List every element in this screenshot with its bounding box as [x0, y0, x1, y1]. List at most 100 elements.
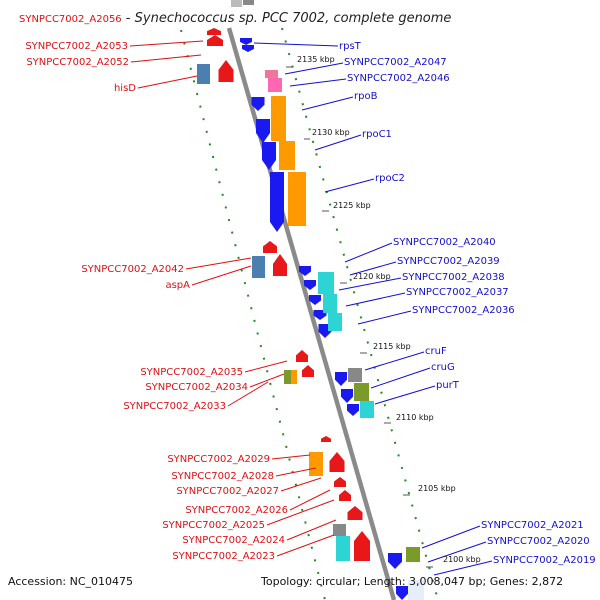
gene-arrow-a2038 — [309, 295, 321, 305]
leader-line-right — [357, 310, 412, 325]
gene-box-aspa-left — [252, 256, 265, 278]
tick-label: 2100 kbp — [443, 555, 481, 564]
gene-label-synpcc7002_a2037[interactable]: SYNPCC7002_A2037 — [406, 287, 509, 298]
leader-line-right — [253, 42, 339, 47]
gene-label-synpcc7002_a2046[interactable]: SYNPCC7002_A2046 — [347, 73, 450, 84]
gene-label-rpoc2[interactable]: rpoC2 — [375, 173, 405, 184]
leader-line-left — [244, 360, 288, 373]
gene-label-synpcc7002_a2034[interactable]: SYNPCC7002_A2034 — [145, 382, 248, 393]
topology-text: Topology: circular; Length: 3,008,047 bp… — [261, 575, 564, 588]
leader-line-right — [349, 261, 397, 276]
gene-arrow-purt — [347, 404, 359, 416]
gene-box-a2036-cyan — [328, 313, 342, 331]
gene-label-synpcc7002_a2047[interactable]: SYNPCC7002_A2047 — [344, 57, 447, 68]
gene-label-synpcc7002_a2020[interactable]: SYNPCC7002_A2020 — [487, 536, 590, 547]
gene-arrow-hisd — [218, 60, 234, 82]
gene-label-purt[interactable]: purT — [436, 380, 459, 391]
gene-arrow-a2039 — [304, 280, 316, 290]
gene-arrow-rpoc1 — [262, 142, 276, 170]
genome-name: Synechococcus sp. PCC 7002, complete gen… — [134, 11, 452, 26]
gene-box-a2029-orange — [309, 452, 323, 476]
gene-label-cruf[interactable]: cruF — [425, 346, 447, 357]
gene-label-synpcc7002_a2035[interactable]: SYNPCC7002_A2035 — [140, 367, 243, 378]
gene-label-synpcc7002_a2053[interactable]: SYNPCC7002_A2053 — [25, 41, 128, 52]
leader-line-left — [286, 519, 337, 541]
leader-line-right — [427, 541, 487, 563]
gene-arrow-rpoc2 — [270, 172, 284, 232]
leader-line-right — [301, 96, 354, 111]
gene-arrow-a2040 — [299, 266, 311, 276]
gene-label-synpcc7002_a2052[interactable]: SYNPCC7002_A2052 — [26, 57, 129, 68]
leader-line-right — [344, 242, 393, 263]
gene-box-a2039-cyan — [318, 272, 334, 294]
gene-label-synpcc7002_a2029[interactable]: SYNPCC7002_A2029 — [167, 454, 270, 465]
leader-line-right — [364, 351, 425, 371]
leader-line-left — [276, 534, 335, 557]
gene-label-aspa[interactable]: aspA — [165, 280, 190, 291]
gene-arrow-crug — [341, 389, 353, 403]
gene-label-synpcc7002_a2042[interactable]: SYNPCC7002_A2042 — [81, 264, 184, 275]
gene-label-synpcc7002_a2025[interactable]: SYNPCC7002_A2025 — [162, 520, 265, 531]
guide-line-right — [281, 27, 439, 600]
gene-label-synpcc7002_a2019[interactable]: SYNPCC7002_A2019 — [493, 555, 596, 566]
leader-line-left — [249, 373, 285, 388]
gene-label-synpcc7002_a2027[interactable]: SYNPCC7002_A2027 — [176, 486, 279, 497]
leader-line-left — [280, 477, 322, 492]
gene-label-synpcc7002_a2039[interactable]: SYNPCC7002_A2039 — [397, 256, 500, 267]
gene-box-a2025-gray — [333, 524, 346, 536]
gene-box-cruf-gray — [348, 368, 362, 382]
leader-line-right — [345, 292, 406, 307]
gene-label-synpcc7002_a2023[interactable]: SYNPCC7002_A2023 — [172, 551, 275, 562]
gene-box-rpob-orange — [271, 96, 286, 141]
gene-box-rpoc1-orange — [279, 141, 295, 170]
leader-line-left — [129, 40, 204, 47]
gene-label-synpcc7002_a2033[interactable]: SYNPCC7002_A2033 — [123, 401, 226, 412]
leader-line-right — [284, 62, 344, 75]
tick-label: 2130 kbp — [312, 128, 350, 137]
leader-line-right — [433, 560, 493, 576]
leader-line-left — [271, 454, 311, 460]
leader-line-right — [324, 178, 375, 193]
tick-label: 2115 kbp — [373, 342, 411, 351]
gene-label-synpcc7002_a2028[interactable]: SYNPCC7002_A2028 — [171, 471, 274, 482]
gene-box-a2038-cyan — [323, 294, 337, 313]
leader-line-left — [227, 381, 269, 407]
genome-title: SYNPCC7002_A2056 - Synechococcus sp. PCC… — [0, 11, 600, 27]
gene-arrow-a2048 — [242, 45, 254, 52]
gene-label-synpcc7002_a2040[interactable]: SYNPCC7002_A2040 — [393, 237, 496, 248]
gene-box-a2034-olive — [284, 370, 291, 384]
gene-box-a2047-pink — [265, 70, 278, 78]
gene-label-crug[interactable]: cruG — [431, 362, 455, 373]
leader-line-left — [289, 489, 331, 511]
gene-arrow-a2046 — [251, 97, 265, 111]
title-gene-label[interactable]: SYNPCC7002_A2056 — [19, 14, 122, 25]
gene-label-synpcc7002_a2021[interactable]: SYNPCC7002_A2021 — [481, 520, 584, 531]
tick-label: 2105 kbp — [418, 484, 456, 493]
gene-arrow-a2042 — [263, 241, 277, 253]
gene-label-rpst[interactable]: rpsT — [339, 41, 361, 52]
gene-arrow-a2054 — [207, 28, 221, 35]
tick-label: 2135 kbp — [297, 55, 335, 64]
gene-arrow-a2019 — [396, 586, 408, 600]
gene-arrow-cruf — [335, 372, 347, 386]
leader-line-left — [191, 265, 252, 286]
gene-box-top-dark — [243, 0, 254, 5]
gene-arrow-a2035 — [296, 350, 308, 362]
gene-arrow-a2029 — [329, 452, 345, 472]
gene-label-synpcc7002_a2036[interactable]: SYNPCC7002_A2036 — [412, 305, 515, 316]
gene-label-rpob[interactable]: rpoB — [354, 91, 378, 102]
gene-box-bottom-light — [408, 580, 424, 600]
leader-line-left — [137, 75, 198, 89]
gene-label-synpcc7002_a2024[interactable]: SYNPCC7002_A2024 — [182, 535, 285, 546]
gene-arrow-a2026 — [347, 506, 363, 520]
gene-label-synpcc7002_a2026[interactable]: SYNPCC7002_A2026 — [185, 505, 288, 516]
gene-label-synpcc7002_a2038[interactable]: SYNPCC7002_A2038 — [402, 272, 505, 283]
gene-label-rpoc1[interactable]: rpoC1 — [362, 129, 392, 140]
gene-arrow-a2053 — [207, 35, 223, 46]
gene-box-hisd-left — [197, 64, 210, 84]
gene-label-hisd[interactable]: hisD — [113, 83, 136, 94]
tick-label: 2110 kbp — [396, 413, 434, 422]
accession-text: Accession: NC_010475 — [8, 575, 134, 588]
leader-line-left — [130, 54, 202, 63]
